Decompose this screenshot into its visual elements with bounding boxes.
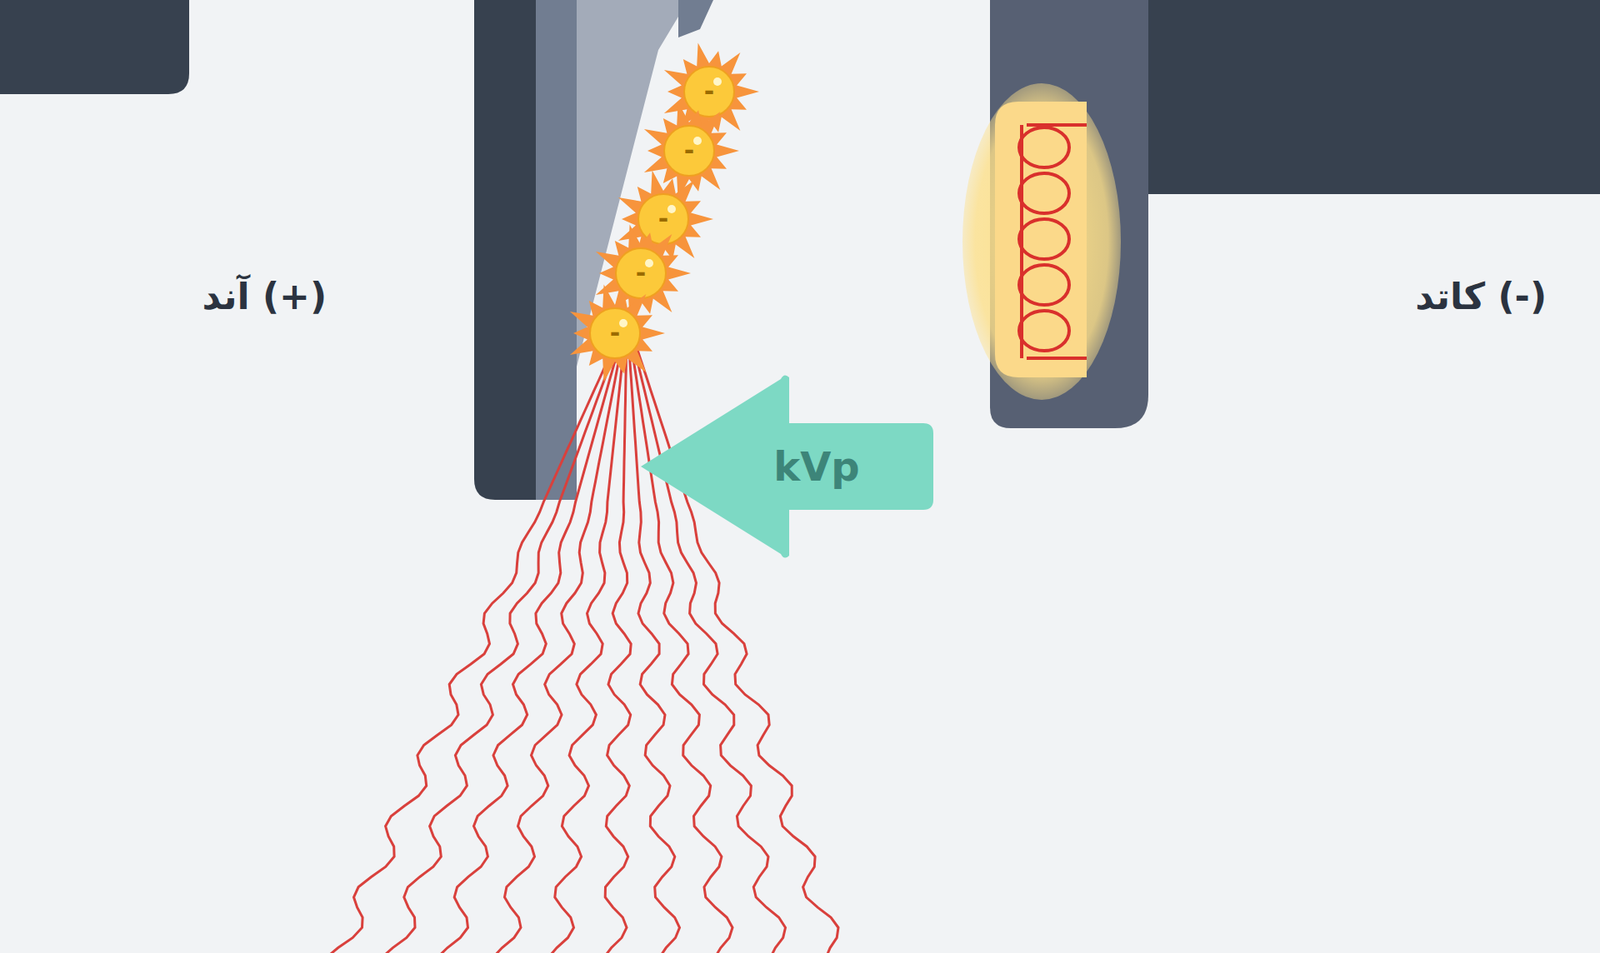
electron — [590, 308, 640, 359]
electron-charge: - — [704, 79, 715, 105]
coil-lead — [1020, 125, 1024, 359]
coil-loop — [1019, 310, 1070, 351]
electron-highlight — [667, 205, 676, 214]
anode-body — [474, 0, 536, 500]
arrow-label: kVp — [773, 443, 860, 490]
electron-charge: - — [610, 320, 620, 346]
xray-wave — [548, 350, 625, 953]
anode-label: (+) آند — [202, 275, 327, 318]
electron-charge: - — [658, 206, 669, 232]
coil-loop — [1019, 265, 1070, 305]
anode-tip — [678, 0, 714, 38]
electron-charge: - — [684, 138, 695, 164]
coil-loop — [1019, 173, 1070, 214]
electron-highlight — [645, 259, 654, 268]
cathode-cup — [990, 0, 1149, 429]
coil-loop — [1019, 219, 1070, 260]
kvp-arrow: kVp — [640, 372, 934, 561]
housing-block — [0, 0, 190, 95]
xray-wave — [325, 350, 613, 953]
electron — [684, 66, 735, 117]
cathode-block — [1148, 0, 1600, 195]
filament-glow — [962, 83, 1121, 400]
filament-recess — [995, 101, 1087, 378]
xray-wave — [436, 350, 618, 953]
xray-wave — [629, 350, 680, 953]
anode-layer — [535, 0, 577, 500]
xray-wave — [381, 350, 616, 953]
electron — [615, 248, 666, 299]
xray-wave — [603, 350, 631, 953]
coil-lead — [1026, 125, 1087, 359]
electrons — [570, 43, 760, 383]
electron-highlight — [693, 136, 702, 145]
arrow-fill — [640, 375, 934, 558]
coil-loop — [1019, 127, 1070, 168]
electron-charge: - — [635, 260, 646, 286]
electron — [638, 194, 689, 245]
cathode-label: (-) کاتد — [1415, 275, 1547, 318]
electron-highlight — [713, 77, 722, 86]
electron-burst — [570, 285, 665, 383]
electron — [664, 125, 715, 176]
electron-highlight — [619, 319, 628, 328]
filament-coil — [1019, 125, 1087, 359]
